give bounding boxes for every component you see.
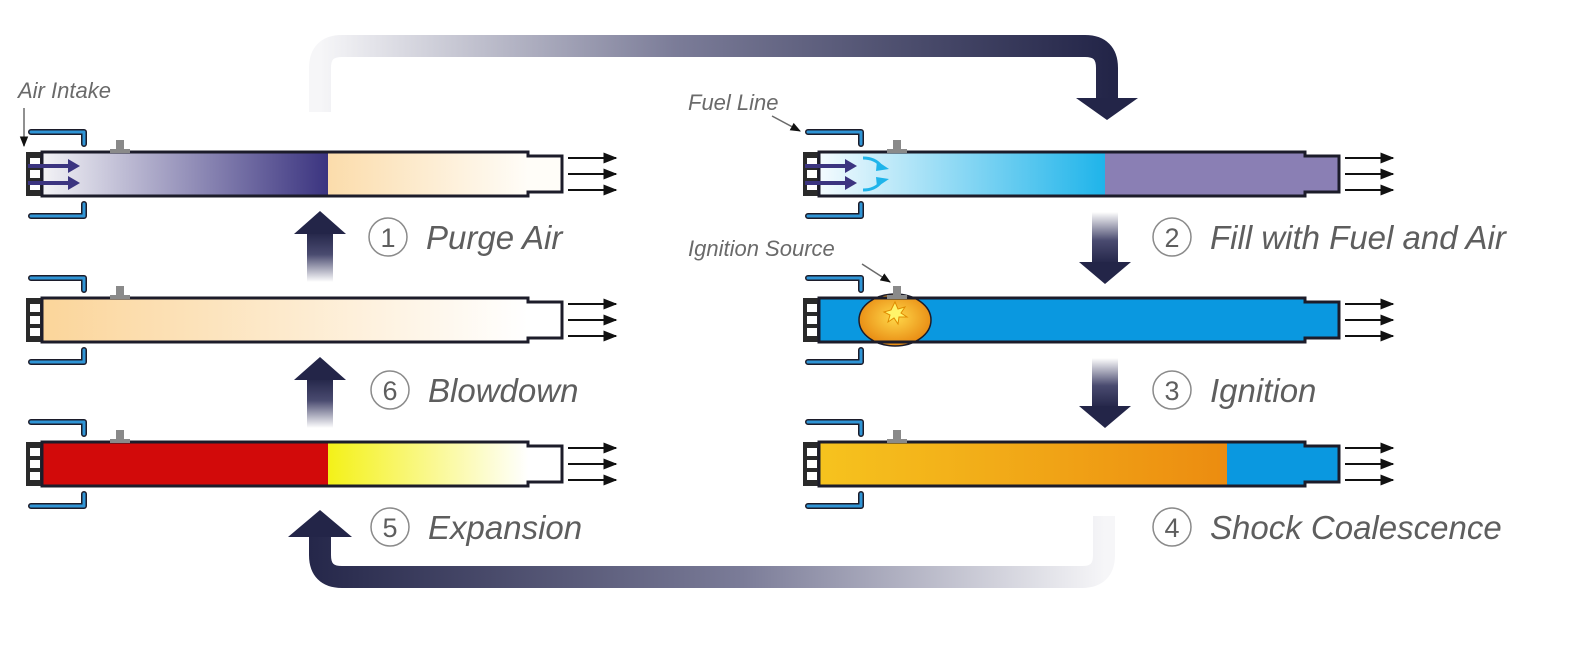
tube-fill-fuel-air [803,129,1395,219]
step-number: 5 [382,513,397,543]
spark-plug [110,430,130,443]
step-number: 6 [382,376,397,406]
exhaust-arrows [568,442,618,486]
step-number: 4 [1164,513,1179,543]
step-title: Purge Air [426,219,564,256]
step-title: Ignition [1210,372,1316,409]
intake-flow-arrows [28,159,80,190]
step-arrow-ignition-to-shock [1079,358,1131,428]
tube-blowdown [26,275,618,365]
step-number: 1 [380,223,395,253]
intake-valve [26,298,42,342]
cycle-arrow-bottom [288,510,1115,588]
step-label-ignition: 3 Ignition [1152,370,1316,410]
spark-icon [882,300,909,326]
spark-plug [887,286,907,299]
step-arrow-fill-to-ignition [1079,212,1131,284]
step-title: Blowdown [428,372,578,409]
step-label-purge-air: 1 Purge Air [368,217,564,257]
callout-fuel-line: Fuel Line [688,90,801,132]
intake-valve [26,442,42,486]
spark-plug [887,140,907,153]
exhaust-arrows [568,298,618,342]
step-label-blowdown: 6 Blowdown [370,370,578,410]
exhaust-arrows [1345,152,1395,196]
step-title: Expansion [428,509,582,546]
callout-label: Ignition Source [688,236,835,261]
intake-valve [803,152,819,196]
step-title: Fill with Fuel and Air [1210,219,1508,256]
step-title: Shock Coalescence [1210,509,1502,546]
exhaust-arrows [1345,442,1395,486]
tube-shock-coalescence [803,419,1395,509]
tube-expansion [26,419,618,509]
spark-plug [110,140,130,153]
spark-plug [110,286,130,299]
step-label-expansion: 5 Expansion [370,507,582,547]
callout-label: Fuel Line [688,90,779,115]
exhaust-arrows [1345,298,1395,342]
cycle-arrow-top [309,35,1138,120]
step-label-fill-fuel-air: 2 Fill with Fuel and Air [1152,217,1508,257]
callout-ignition-source: Ignition Source [688,236,891,283]
step-label-shock-coalescence: 4 Shock Coalescence [1152,507,1502,547]
exhaust-arrows [568,152,618,196]
intake-valve [803,442,819,486]
step-arrow-blowdown-to-purge [294,211,346,282]
step-number: 3 [1164,376,1179,406]
spark-plug [887,430,907,443]
tube-purge-air [26,129,618,219]
callout-label: Air Intake [16,78,111,103]
fuel-injection-arrows [862,156,889,192]
callout-air-intake: Air Intake [16,78,111,148]
intake-valve [803,298,819,342]
intake-flow-arrows [805,159,857,190]
intake-valve [26,152,42,196]
tube-ignition [803,275,1395,365]
step-number: 2 [1164,223,1179,253]
step-arrow-expansion-to-blowdown [294,357,346,428]
